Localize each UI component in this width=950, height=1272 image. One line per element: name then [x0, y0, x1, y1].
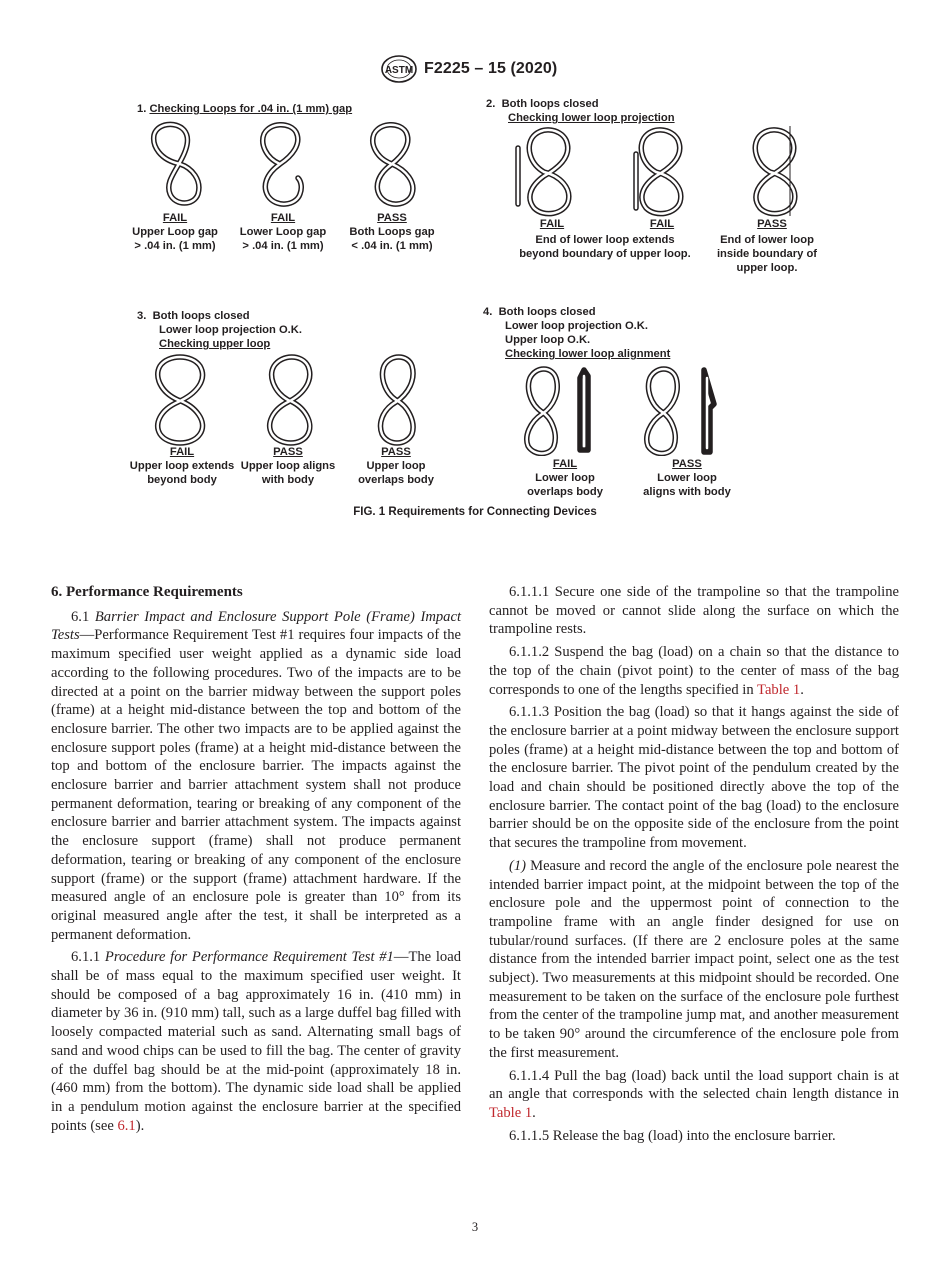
panel-4-item-2-line2: aligns with body	[643, 486, 731, 498]
panel-3-item-1-line1: Upper loop extends	[129, 460, 235, 472]
panel-4-number: 4.	[483, 306, 493, 318]
panel-3-item-3-result: PASS	[381, 446, 411, 458]
panel-1-item-1-line2: > .04 in. (1 mm)	[134, 240, 216, 252]
panel-2-pass-caption-3: upper loop.	[736, 262, 798, 274]
left-column: 6. Performance Requirements 6.1 Barrier …	[51, 583, 461, 1139]
paragraph-6-1-1-4-end: .	[532, 1104, 536, 1121]
panel-4-title: Checking lower loop alignment	[505, 348, 671, 360]
paragraph-6-1-1-number: 6.1.1	[71, 949, 101, 966]
paragraph-6-1-1-title: Procedure for Performance Requirement Te…	[104, 949, 394, 966]
panel-1-item-3-line2: < .04 in. (1 mm)	[351, 240, 433, 252]
panel-3-line1: Both loops closed	[152, 310, 250, 322]
panel-1-item-1-result: FAIL	[162, 212, 188, 224]
panel-1-item-2-line2: > .04 in. (1 mm)	[242, 240, 324, 252]
paragraph-6-1-1-2-end: .	[800, 681, 804, 698]
page-header: ASTM F2225 – 15 (2020)	[0, 54, 950, 88]
panel-1-number: 1.	[137, 103, 147, 115]
paragraph-6-1-1-3: 6.1.1.3 Position the bag (load) so that …	[489, 704, 899, 852]
panel-1-title: Checking Loops for .04 in. (1 mm) gap	[149, 103, 353, 115]
subitem-1-number: (1)	[509, 857, 527, 874]
panel-1-item-1-line1: Upper Loop gap	[132, 226, 218, 238]
s-hook-lower-gap-fail	[260, 122, 304, 207]
panel-3-item-1-result: FAIL	[169, 446, 195, 458]
section-6-1-link[interactable]: 6.1	[117, 1117, 136, 1134]
panel-4-item-1-line2: overlaps body	[527, 486, 603, 498]
panel-3-item-3-line2: overlaps body	[358, 474, 434, 486]
panel-2-pass-caption-2: inside boundary of	[716, 248, 818, 260]
panel-1-hooks	[150, 121, 416, 207]
panel-4-item-2-line1: Lower loop	[657, 472, 717, 484]
panel-4-item-1-result: FAIL	[552, 458, 578, 470]
paragraph-subitem-1: (1) Measure and record the angle of the …	[489, 857, 899, 1063]
panel-3-hooks	[155, 354, 416, 446]
panel-2-item-3-result: PASS	[757, 218, 787, 230]
panel-2-item-2-result: FAIL	[649, 218, 675, 230]
panel-1-item-3-line1: Both Loops gap	[349, 226, 435, 238]
paragraph-6-1-1-4-body: 6.1.1.4 Pull the bag (load) back until t…	[489, 1067, 899, 1103]
paragraph-6-1-number: 6.1	[71, 608, 90, 625]
paragraph-6-1-1: 6.1.1 Procedure for Performance Requirem…	[51, 948, 461, 1135]
panel-1-item-2-line1: Lower Loop gap	[239, 226, 327, 238]
panel-4-hooks	[524, 366, 717, 456]
paragraph-6-1-1-body: —The load shall be of mass equal to the …	[51, 949, 461, 1134]
subitem-1-body: Measure and record the angle of the encl…	[489, 857, 899, 1061]
paragraph-6-1-1-2-body: 6.1.1.2 Suspend the bag (load) on a chai…	[489, 644, 899, 698]
s-hook-lower-overlaps-fail-side	[577, 367, 591, 453]
panel-2-fail-caption-2: beyond boundary of upper loop.	[519, 248, 691, 260]
paragraph-6-1-1-2: 6.1.1.2 Suspend the bag (load) on a chai…	[489, 643, 899, 699]
paragraph-6-1-1-5: 6.1.1.5 Release the bag (load) into the …	[509, 1127, 836, 1144]
panel-4-item-1-line1: Lower loop	[535, 472, 595, 484]
figure-caption: FIG. 1 Requirements for Connecting Devic…	[353, 506, 597, 518]
panel-4-line3: Upper loop O.K.	[505, 334, 591, 346]
panel-3-item-2-line1: Upper loop aligns	[240, 460, 336, 472]
paragraph-6-1-1-4: 6.1.1.4 Pull the bag (load) back until t…	[489, 1067, 899, 1123]
panel-2-title: Checking lower loop projection	[508, 112, 675, 124]
table-1-link-2[interactable]: Table 1	[489, 1104, 533, 1121]
panel-2-pass-caption-1: End of lower loop	[720, 234, 814, 246]
section-heading: 6. Performance Requirements	[51, 584, 243, 600]
paragraph-6-1-title: Barrier Impact and Enclosure Support Pol…	[51, 608, 461, 644]
panel-4-item-2-result: PASS	[672, 458, 702, 470]
panel-3-item-2-line2: with body	[261, 474, 315, 486]
table-1-link[interactable]: Table 1	[757, 681, 801, 698]
paragraph-6-1-body: —Performance Requirement Test #1 require…	[51, 627, 461, 943]
panel-3-title: Checking upper loop	[159, 338, 271, 350]
panel-4-line2: Lower loop projection O.K.	[505, 320, 648, 332]
panel-2-line1: Both loops closed	[501, 98, 599, 110]
panel-2-number: 2.	[486, 98, 496, 110]
panel-4-line1: Both loops closed	[498, 306, 596, 318]
s-hook-lower-aligns-pass-side	[701, 367, 717, 455]
paragraph-6-1: 6.1 Barrier Impact and Enclosure Support…	[51, 608, 461, 945]
panel-3-line2: Lower loop projection O.K.	[159, 324, 302, 336]
page-number: 3	[471, 1220, 479, 1234]
panel-2-fail-caption-1: End of lower loop extends	[535, 234, 675, 246]
panel-2-item-1-result: FAIL	[539, 218, 565, 230]
standard-designation: F2225 – 15 (2020)	[424, 60, 558, 77]
panel-3-item-2-result: PASS	[273, 446, 303, 458]
paragraph-6-1-1-1: 6.1.1.1 Secure one side of the trampolin…	[489, 584, 899, 638]
paragraph-6-1-1-end: ).	[135, 1117, 145, 1134]
astm-logo-icon: ASTM	[381, 55, 417, 83]
panel-1-item-3-result: PASS	[377, 212, 407, 224]
panel-3-number: 3.	[137, 310, 147, 322]
logo-text: ASTM	[385, 65, 413, 76]
panel-2-hooks	[515, 126, 798, 217]
panel-3-item-3-line1: Upper loop	[366, 460, 426, 472]
panel-1-item-2-result: FAIL	[270, 212, 296, 224]
right-column: 6.1.1.1 Secure one side of the trampolin…	[489, 583, 899, 1149]
panel-3-item-1-line2: beyond body	[147, 474, 217, 486]
